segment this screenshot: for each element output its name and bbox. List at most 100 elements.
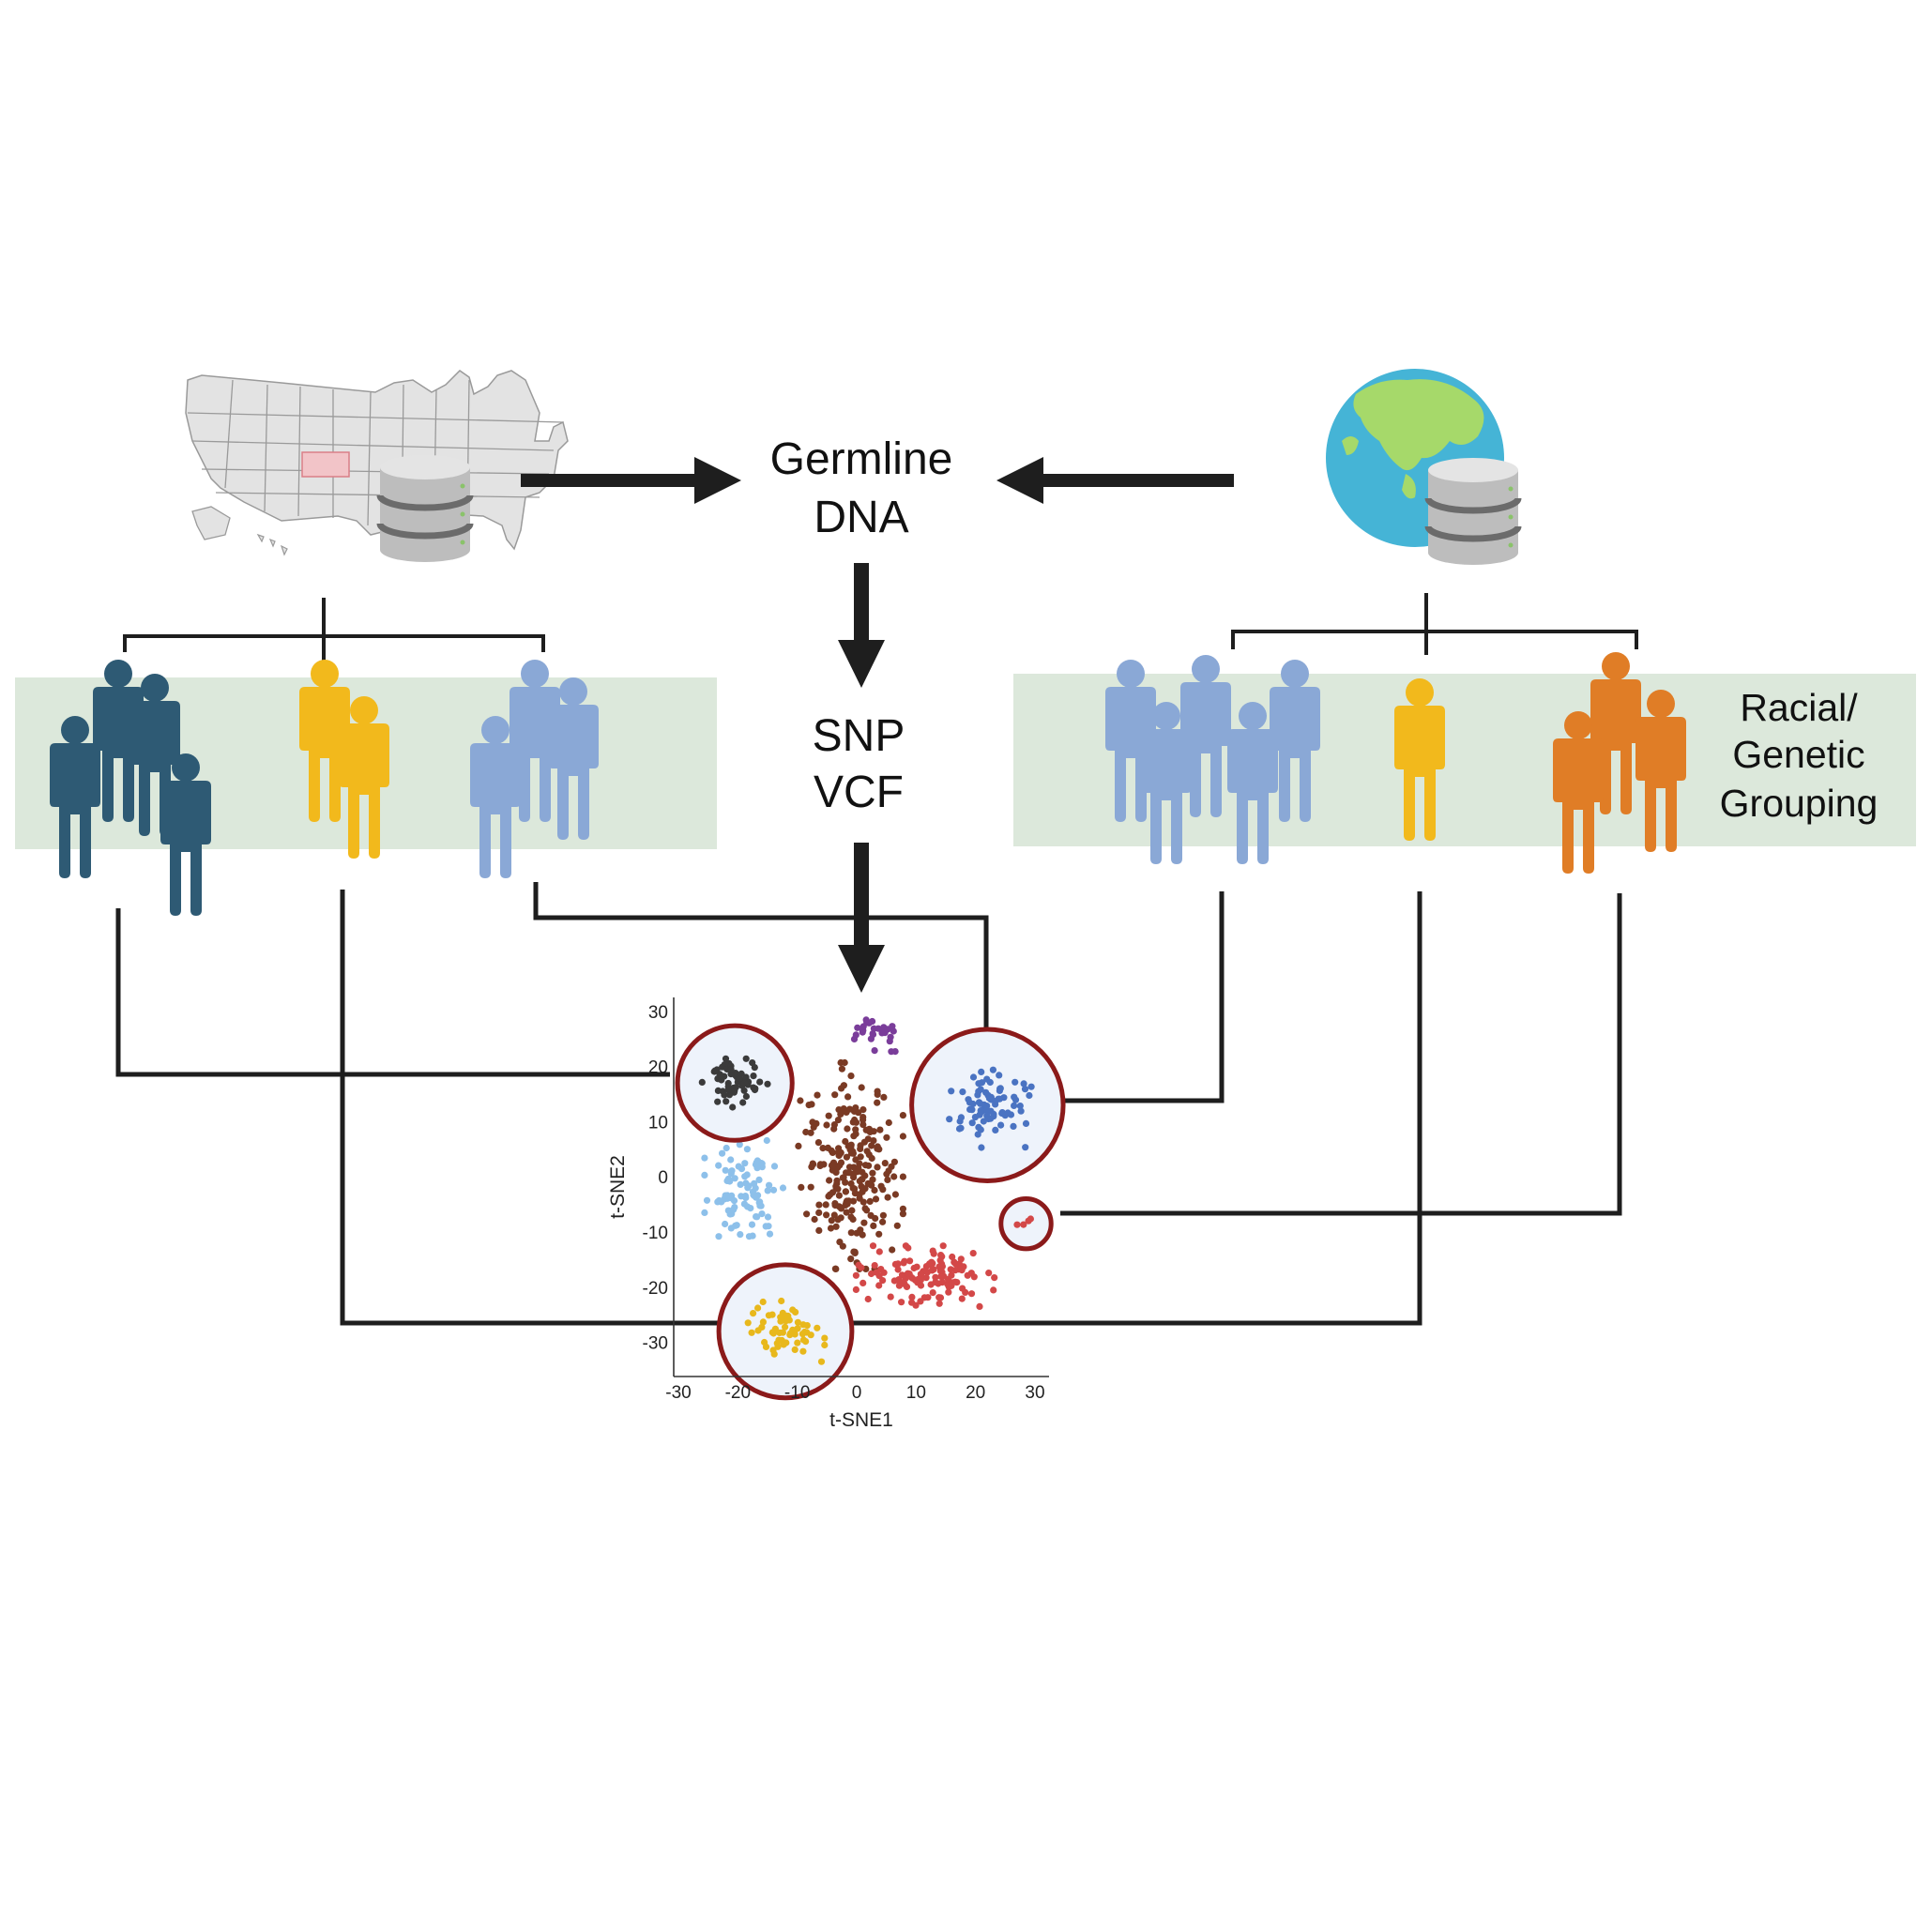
- scatter-point: [739, 1099, 747, 1106]
- scatter-point: [756, 1078, 764, 1086]
- scatter-point: [958, 1295, 966, 1302]
- scatter-point: [872, 1195, 880, 1203]
- scatter-point: [971, 1114, 979, 1121]
- scatter-point: [729, 1103, 737, 1111]
- scatter-point: [731, 1175, 738, 1182]
- scatter-point: [841, 1058, 848, 1067]
- scatter-point: [795, 1142, 802, 1149]
- y-tick-label: -20: [643, 1279, 668, 1299]
- scatter-point: [977, 1126, 984, 1133]
- scatter-point: [834, 1117, 843, 1124]
- scatter-point: [852, 1031, 860, 1039]
- scatter-point: [875, 1282, 883, 1289]
- scatter-point: [906, 1257, 914, 1265]
- scatter-point: [845, 1164, 854, 1171]
- scatter-point: [922, 1274, 930, 1282]
- scatter-point: [823, 1211, 830, 1219]
- scatter-point: [765, 1223, 772, 1230]
- scatter-point: [701, 1171, 708, 1179]
- scatter-point: [936, 1300, 943, 1307]
- scatter-point: [828, 1162, 836, 1169]
- scatter-point: [815, 1226, 823, 1234]
- scatter-point: [871, 1262, 878, 1270]
- scatter-point: [718, 1072, 725, 1080]
- scatter-point: [807, 1183, 814, 1191]
- scatter-point: [837, 1214, 844, 1222]
- scatter-point: [1022, 1119, 1030, 1127]
- scatter-point: [731, 1204, 738, 1211]
- scatter-point: [978, 1068, 985, 1075]
- scatter-point: [976, 1302, 983, 1310]
- scatter-point: [727, 1225, 735, 1232]
- scatter-point: [866, 1197, 874, 1205]
- scatter-point: [898, 1299, 905, 1306]
- scatter-point: [854, 1168, 861, 1176]
- scatter-point: [856, 1160, 863, 1167]
- scatter-point: [904, 1270, 912, 1277]
- scatter-point: [750, 1310, 757, 1317]
- scatter-point: [869, 1017, 876, 1026]
- scatter-point: [710, 1068, 718, 1075]
- scatter-point: [753, 1194, 760, 1201]
- scatter-point: [698, 1078, 706, 1086]
- scatter-point: [1020, 1080, 1027, 1088]
- scatter-point: [870, 1137, 877, 1145]
- scatter-point: [860, 1121, 867, 1129]
- scatter-point: [737, 1180, 744, 1188]
- cluster-highlight-circle-7: [716, 1262, 855, 1401]
- scatter-point: [850, 1133, 858, 1140]
- scatter-point: [837, 1149, 844, 1157]
- scatter-point: [846, 1105, 854, 1113]
- scatter-point: [844, 1093, 852, 1101]
- scatter-point: [970, 1273, 978, 1281]
- scatter-point: [859, 1176, 866, 1183]
- scatter-point: [764, 1080, 771, 1088]
- scatter-point: [968, 1106, 976, 1114]
- scatter-point: [966, 1099, 974, 1106]
- scatter-point: [701, 1209, 708, 1216]
- scatter-point: [852, 1271, 860, 1279]
- scatter-point: [885, 1118, 892, 1127]
- scatter-point: [794, 1318, 802, 1326]
- scatter-point: [763, 1136, 770, 1145]
- scatter-point: [992, 1126, 999, 1133]
- scatter-point: [779, 1184, 787, 1192]
- germline-label-line2: DNA: [814, 493, 908, 542]
- scatter-point: [759, 1298, 767, 1306]
- scatter-point: [984, 1115, 993, 1123]
- x-tick-label: 0: [852, 1383, 862, 1403]
- scatter-point: [860, 1023, 867, 1030]
- scatter-point: [982, 1088, 990, 1096]
- scatter-point: [1017, 1107, 1025, 1115]
- scatter-point: [744, 1184, 752, 1192]
- scatter-point: [1022, 1144, 1029, 1151]
- connector-orange: [1060, 893, 1622, 1216]
- scatter-point: [826, 1177, 833, 1184]
- scatter-point: [844, 1125, 851, 1133]
- scatter-point: [939, 1242, 947, 1250]
- scatter-point: [858, 1084, 865, 1091]
- scatter-point: [785, 1316, 793, 1324]
- scatter-point: [959, 1285, 966, 1292]
- scatter-point: [860, 1106, 867, 1114]
- scatter-point: [748, 1221, 756, 1228]
- scatter-point: [883, 1133, 890, 1141]
- scatter-point: [879, 1218, 887, 1225]
- scatter-point: [1025, 1217, 1032, 1225]
- scatter-point: [721, 1091, 728, 1099]
- scatter-point: [748, 1329, 755, 1336]
- scatter-point: [861, 1185, 869, 1193]
- scatter-point: [881, 1160, 889, 1167]
- scatter-point: [932, 1273, 939, 1281]
- scatter-point: [947, 1266, 954, 1273]
- scatter-point: [819, 1145, 827, 1152]
- scatter-point: [869, 1176, 876, 1183]
- scatter-point: [991, 1274, 998, 1282]
- scatter-point: [742, 1092, 751, 1101]
- scatter-point: [857, 1145, 864, 1152]
- scatter-point: [816, 1161, 825, 1168]
- scatter-point: [799, 1336, 808, 1344]
- scatter-point: [884, 1176, 891, 1183]
- scatter-point: [798, 1183, 805, 1191]
- scatter-point: [852, 1104, 860, 1112]
